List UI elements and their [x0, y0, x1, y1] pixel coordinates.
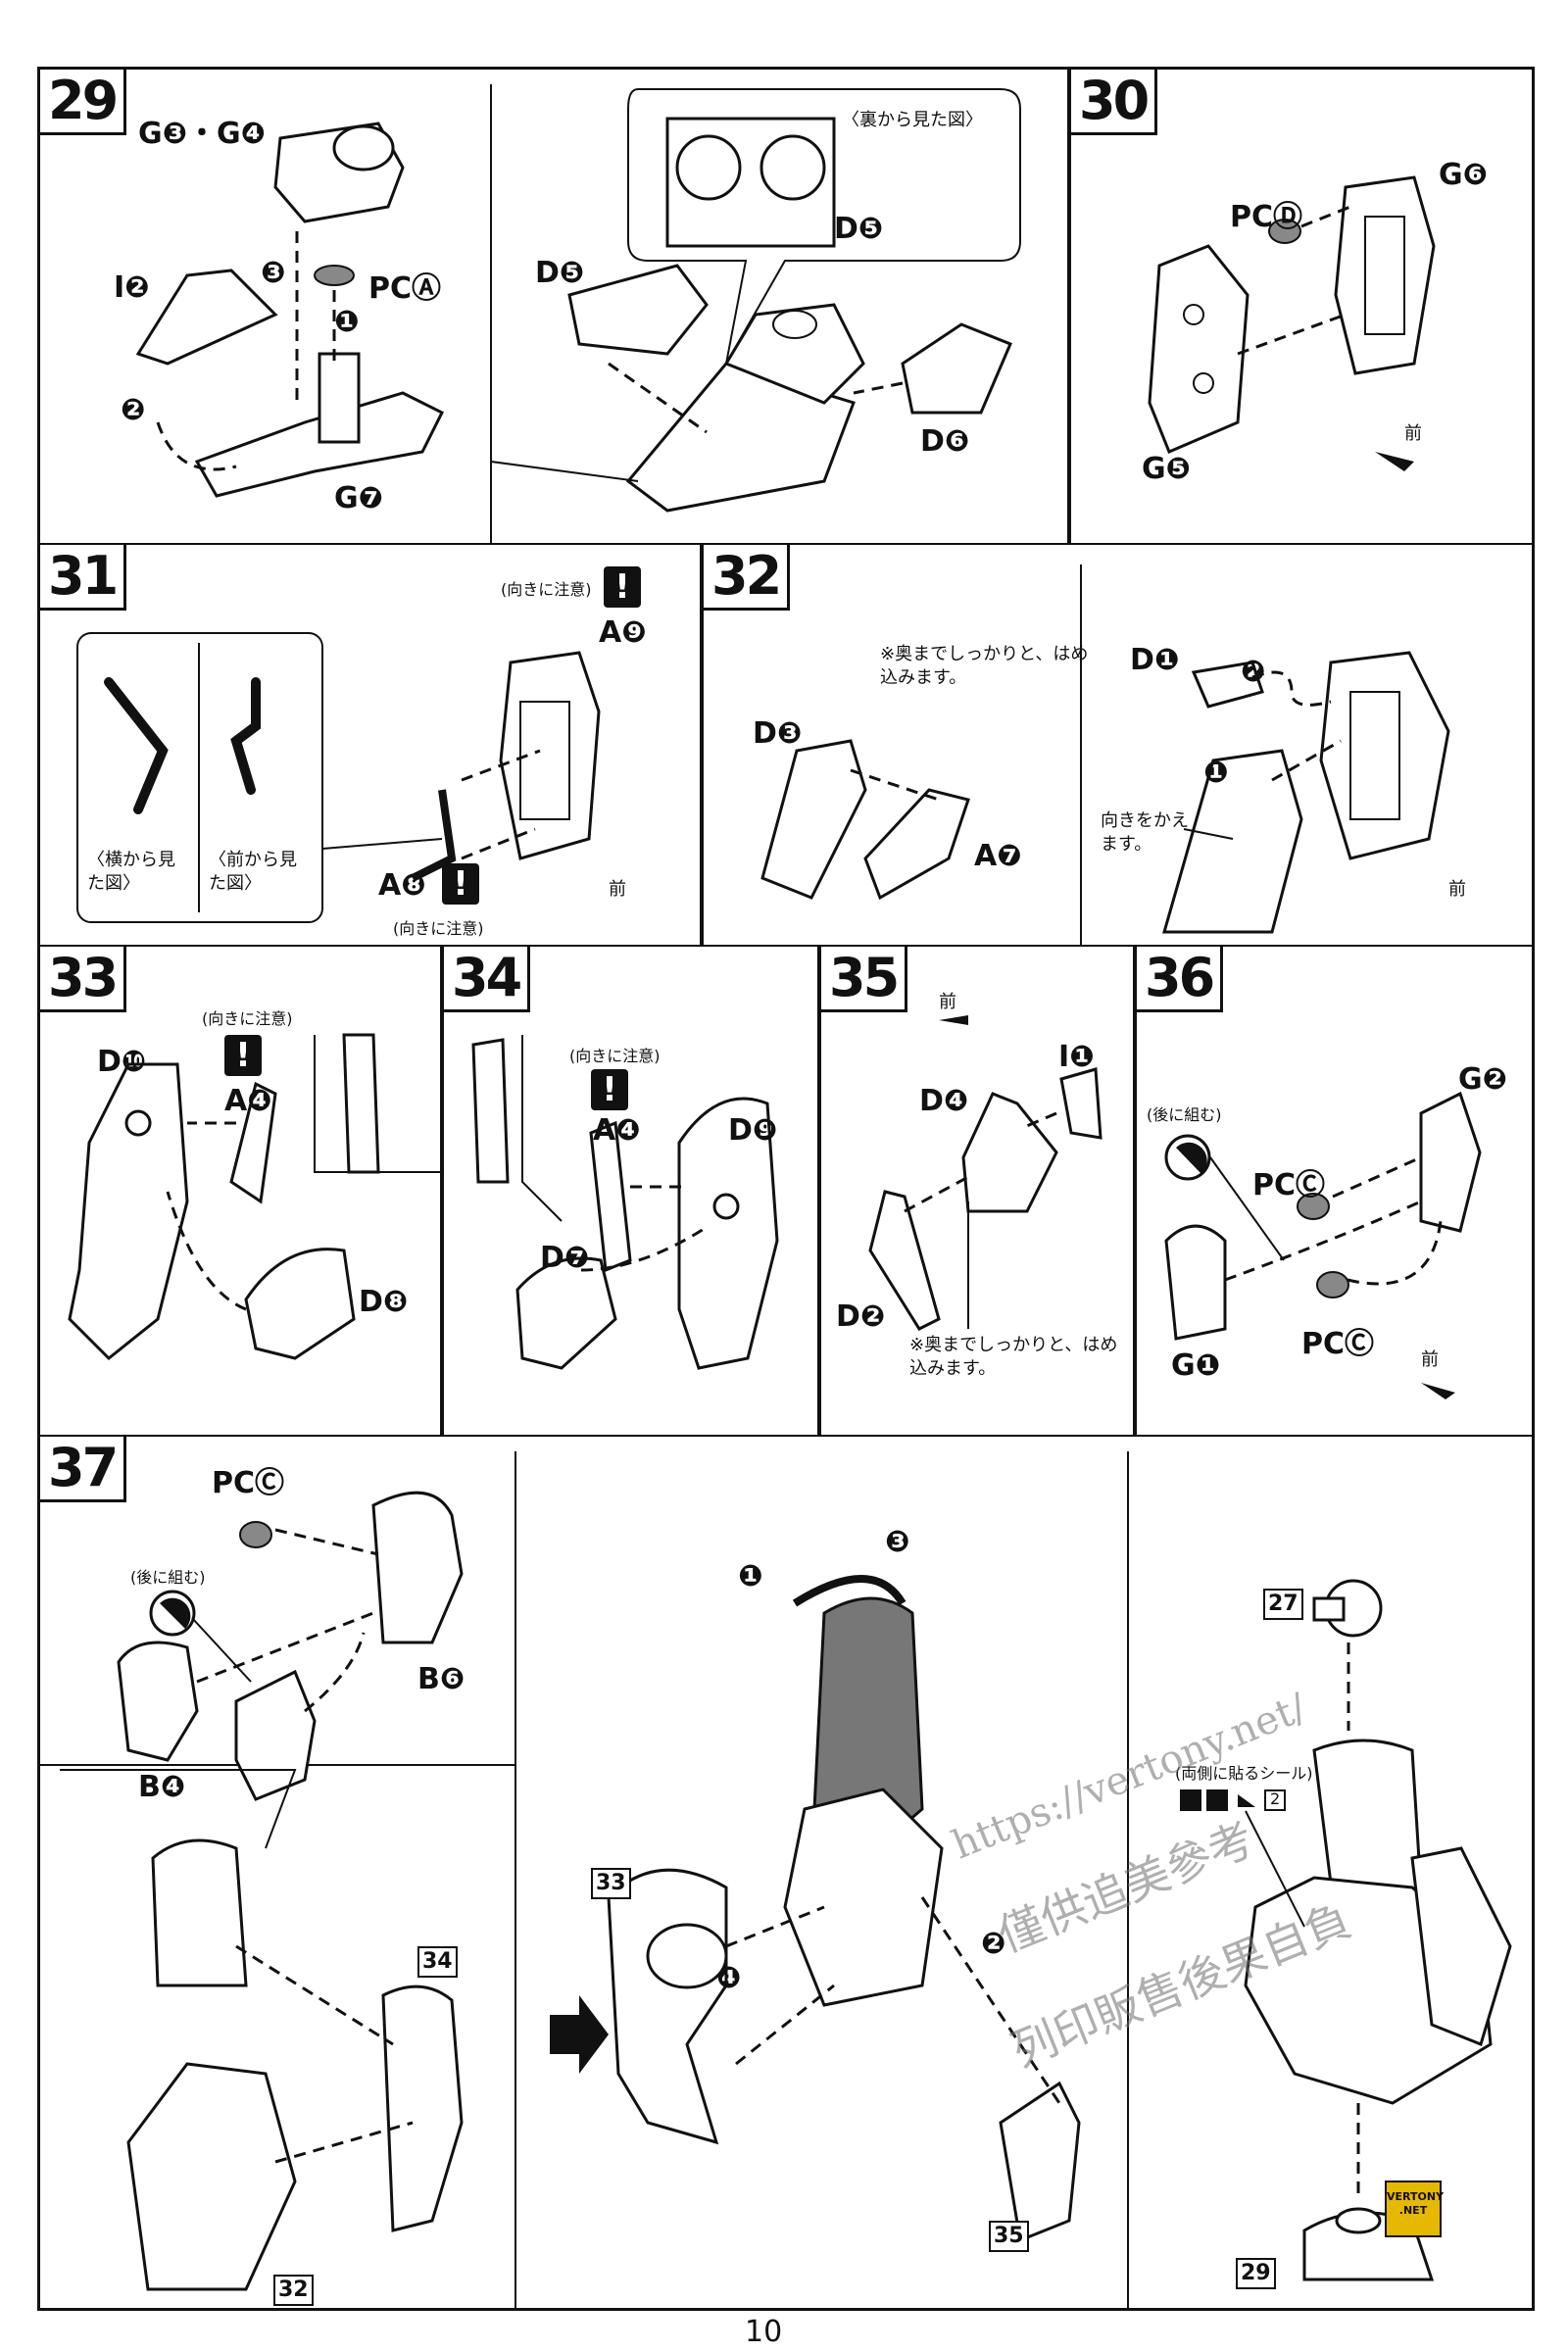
- part-label: A❹: [224, 1084, 272, 1118]
- step-number: 35: [821, 947, 908, 1012]
- order-marker: ❶: [738, 1559, 763, 1593]
- part-label: D❾: [728, 1113, 778, 1148]
- part-label: G❶: [1171, 1348, 1221, 1383]
- part-label: B❹: [138, 1770, 186, 1804]
- caution-icon: !: [604, 566, 641, 608]
- step-29-panel: 29 G❸・G❹ I❷ PCⒶ G❼ D❺ D❺ D❻ ❶ ❷ ❸ 〈裏から見た…: [40, 70, 1069, 545]
- page-number: 10: [745, 2315, 783, 2349]
- caution-icon: !: [442, 863, 479, 905]
- part-label: A❾: [599, 615, 647, 650]
- part-label: D❺: [834, 212, 884, 246]
- part-label: D❷: [836, 1299, 886, 1334]
- build-later-note: (後に組む): [1147, 1105, 1222, 1124]
- caution-note: (向きに注意): [501, 580, 592, 599]
- step-ref: 29: [1236, 2258, 1276, 2289]
- front-label: 前: [939, 992, 956, 1012]
- part-label: G❸・G❹: [138, 117, 267, 151]
- part-label: D❻: [920, 424, 970, 459]
- step-36-illustration: [1164, 1091, 1482, 1399]
- step-number: 29: [40, 70, 127, 135]
- order-marker: ❹: [716, 1961, 742, 1995]
- insert-note: ※奥までしっかりと、はめ込みます。: [909, 1335, 1118, 1379]
- caution-note: (向きに注意): [202, 1009, 293, 1028]
- step-33-illustration: [68, 1033, 440, 1361]
- step-32-panel: 32 ※奥までしっかりと、はめ込みます。 D❸ A❼ D❶ ❶ ❷ 向きをかえま…: [702, 545, 1535, 947]
- step-ref: 35: [989, 2221, 1029, 2252]
- step-ref: 32: [273, 2275, 314, 2306]
- front-label: 前: [1448, 879, 1466, 900]
- step-33-panel: 33 (向きに注意) ! D❿ A❹ D❽: [40, 947, 442, 1437]
- turn-note: 向きをかえます。: [1101, 810, 1189, 855]
- insert-note: ※奥までしっかりと、はめ込みます。: [880, 644, 1089, 688]
- part-label: I❶: [1058, 1040, 1095, 1074]
- order-marker: ❶: [334, 305, 360, 339]
- step-36-panel: 36 (後に組む) G❷ PCⒸ PCⒸ G❶ 前: [1135, 947, 1535, 1437]
- step-number: 34: [444, 947, 531, 1012]
- part-label: D❶: [1130, 643, 1180, 677]
- part-label: D❽: [359, 1285, 409, 1319]
- part-label: B❻: [417, 1662, 466, 1696]
- order-marker: ❷: [981, 1927, 1006, 1961]
- part-label: D❼: [540, 1241, 590, 1275]
- step-ref: 27: [1263, 1589, 1303, 1620]
- part-label: G❻: [1439, 158, 1489, 192]
- front-label: 前: [609, 879, 626, 900]
- sticker-note: (両側に貼るシール): [1175, 1764, 1313, 1783]
- step-ref: 33: [591, 1868, 631, 1899]
- sticker-qty: 2: [1270, 1789, 1281, 1808]
- part-label: G❺: [1142, 452, 1192, 486]
- step-37-illustration: [40, 1451, 1512, 2311]
- step-34-illustration: [471, 1035, 779, 1370]
- step-32-illustration: [760, 564, 1450, 945]
- part-label: PCⒹ: [1230, 200, 1303, 234]
- front-label: 前: [1404, 423, 1422, 444]
- step-31-panel: 31 (向きに注意) ! A❾ A❽ ! (向きに注意) 〈横から見た図〉 〈前…: [40, 545, 702, 947]
- step-37-panel: 37 PCⒸ (後に組む) B❻ B❹ 34 32 33 35 27 29 ❶ …: [40, 1437, 1535, 2311]
- vertony-badge-logo: VERTONY .NET: [1385, 2180, 1444, 2237]
- part-label: PCⒶ: [368, 271, 442, 306]
- part-label: D❸: [753, 716, 803, 751]
- step-35-illustration: [868, 1015, 1102, 1331]
- part-label: D❺: [535, 256, 585, 290]
- part-label: I❷: [114, 270, 150, 305]
- inset-front-note: 〈前から見た図〉: [209, 850, 297, 894]
- part-label: D❿: [97, 1045, 147, 1079]
- order-marker: ❸: [261, 256, 286, 290]
- caution-note: (向きに注意): [569, 1047, 661, 1065]
- caution-note: (向きに注意): [393, 919, 484, 938]
- part-label: PCⒸ: [212, 1466, 285, 1500]
- part-label: G❼: [334, 481, 384, 515]
- step-number: 33: [40, 947, 127, 1012]
- order-marker: ❷: [1241, 655, 1266, 689]
- part-label: A❽: [378, 868, 426, 903]
- step-31-illustration: [76, 632, 601, 923]
- part-label: G❷: [1458, 1062, 1508, 1097]
- step-number: 37: [40, 1437, 127, 1502]
- part-label: D❹: [919, 1084, 969, 1118]
- order-marker: ❷: [121, 393, 146, 427]
- part-label: PCⒸ: [1252, 1168, 1326, 1202]
- step-number: 36: [1137, 947, 1224, 1012]
- inset-note: 〈裏から見た図〉: [842, 110, 983, 130]
- inset-side-note: 〈横から見た図〉: [87, 850, 175, 894]
- order-marker: ❸: [885, 1525, 910, 1559]
- caution-icon: !: [224, 1035, 262, 1076]
- order-marker: ❶: [1203, 756, 1229, 790]
- part-label: A❹: [593, 1113, 641, 1148]
- step-number: 30: [1071, 70, 1158, 135]
- step-35-panel: 35 前 I❶ D❹ D❷ ※奥までしっかりと、はめ込みます。: [819, 947, 1135, 1437]
- step-30-panel: 30 PCⒹ G❻ G❺ 前: [1069, 70, 1535, 545]
- step-30-illustration: [1148, 175, 1436, 471]
- front-label: 前: [1421, 1349, 1439, 1370]
- step-number: 31: [40, 545, 127, 611]
- step-29-illustration: [135, 84, 1021, 543]
- step-ref: 34: [417, 1946, 458, 1978]
- caution-icon: !: [591, 1069, 628, 1110]
- step-34-panel: 34 (向きに注意) ! A❹ D❾ D❼: [442, 947, 819, 1437]
- step-number: 32: [704, 545, 791, 611]
- build-later-note: (後に組む): [130, 1568, 206, 1587]
- instruction-page: 29 G❸・G❹ I❷ PCⒶ G❼ D❺ D❺ D❻ ❶ ❷ ❸ 〈裏から見た…: [37, 67, 1535, 2311]
- part-label: PCⒸ: [1301, 1327, 1375, 1361]
- part-label: A❼: [974, 839, 1022, 873]
